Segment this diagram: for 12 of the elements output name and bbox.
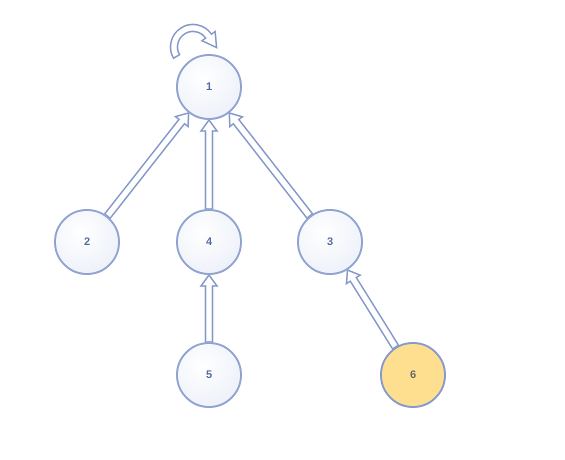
block-arrow: [104, 112, 190, 220]
block-arrow: [228, 112, 314, 220]
node-label: 6: [410, 368, 416, 383]
node-label: 1: [206, 80, 212, 95]
node-label: 2: [84, 234, 90, 250]
block-arrow: [199, 118, 219, 210]
block-arrow: [199, 274, 219, 343]
block-arrow: [170, 24, 218, 60]
node-label: 3: [326, 234, 334, 250]
block-arrow: [346, 268, 400, 350]
node-label: 5: [206, 368, 212, 383]
node-label: 4: [206, 234, 212, 250]
